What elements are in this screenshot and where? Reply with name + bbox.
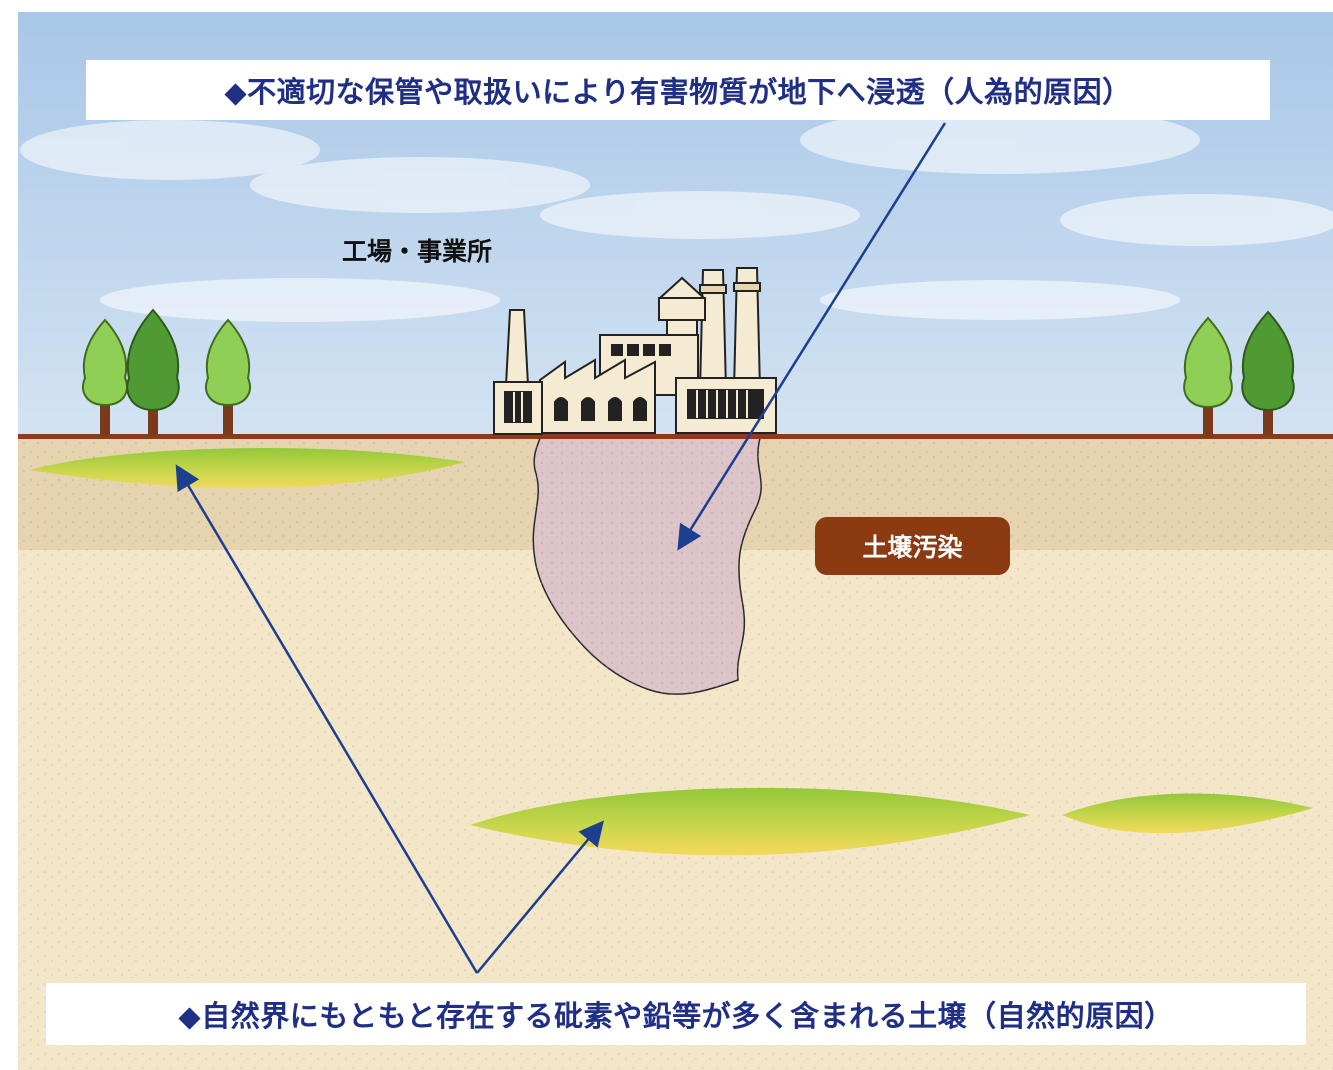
natural-deposit-left [30,448,465,489]
contamination-plume-texture [533,438,762,695]
tree-icon [82,318,128,435]
factory-label: 工場・事業所 [342,237,493,266]
tree-icon [205,318,251,435]
natural-cause-caption: ◆自然界にもともと存在する砒素や鉛等が多く含まれる土壌（自然的原因） [46,983,1306,1045]
soil-contamination-badge: 土壌汚染 [815,517,1010,575]
arrow-anthropogenic [677,122,947,551]
tree-icon [1183,316,1233,435]
ground-line [18,434,1333,439]
tree-icon [126,308,180,435]
natural-deposit-center [470,787,1030,856]
arrow-natural-left [175,464,479,974]
clouds [20,106,1333,322]
arrow-natural-center [476,820,604,974]
factory-icon [493,267,777,435]
tree-icon [1241,310,1295,435]
anthropogenic-cause-caption: ◆不適切な保管や取扱いにより有害物質が地下へ浸透（人為的原因） [86,60,1270,120]
natural-deposit-right [1062,793,1313,834]
